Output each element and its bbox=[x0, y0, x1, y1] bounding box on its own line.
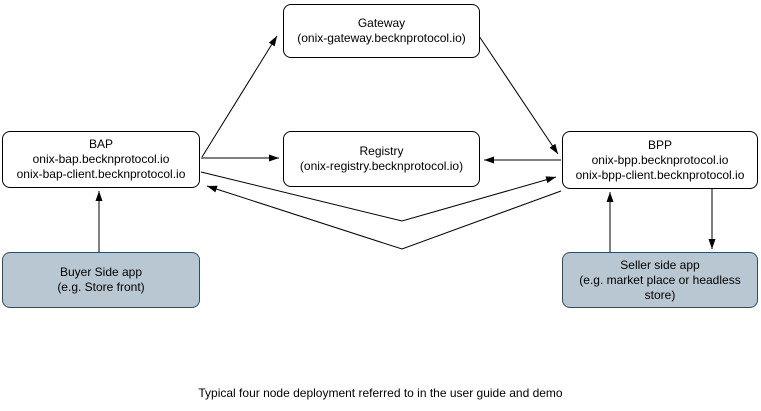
node-gateway: Gateway (onix-gateway.becknprotocol.io) bbox=[283, 4, 480, 58]
diagram-caption: Typical four node deployment referred to… bbox=[198, 386, 563, 400]
node-bpp: BPP onix-bpp.becknprotocol.io onix-bpp-c… bbox=[562, 131, 758, 189]
node-bap: BAP onix-bap.becknprotocol.io onix-bap-c… bbox=[2, 131, 200, 188]
node-bap-client-domain: onix-bap-client.becknprotocol.io bbox=[16, 167, 186, 181]
node-seller-side-app: Seller side app (e.g. market place or he… bbox=[562, 252, 758, 308]
node-gateway-title: Gateway bbox=[357, 16, 406, 30]
node-bpp-domain: onix-bpp.becknprotocol.io bbox=[591, 152, 729, 167]
node-bap-title: BAP bbox=[88, 137, 113, 151]
edge-gateway-to-bpp-arrow bbox=[478, 35, 559, 155]
node-registry-domain: (onix-registry.becknprotocol.io) bbox=[299, 159, 464, 173]
node-registry: Registry (onix-registry.becknprotocol.io… bbox=[283, 131, 480, 187]
node-bpp-title: BPP bbox=[647, 137, 672, 152]
node-buyer-title: Buyer Side app bbox=[59, 265, 143, 279]
node-registry-title: Registry bbox=[359, 144, 404, 158]
node-gateway-domain: (onix-gateway.becknprotocol.io) bbox=[297, 31, 466, 45]
node-buyer-side-app: Buyer Side app (e.g. Store front) bbox=[2, 252, 200, 308]
node-buyer-example: (e.g. Store front) bbox=[57, 280, 145, 294]
edge-bpp-to-bap-arrow bbox=[206, 185, 562, 250]
node-seller-title: Seller side app bbox=[620, 257, 700, 272]
edge-bap-to-gateway-arrow bbox=[201, 35, 278, 158]
node-bpp-client-domain: onix-bpp-client.becknprotocol.io bbox=[575, 167, 745, 182]
node-bap-domain: onix-bap.becknprotocol.io bbox=[32, 152, 170, 166]
node-seller-example: (e.g. market place or headless store) bbox=[579, 272, 741, 302]
